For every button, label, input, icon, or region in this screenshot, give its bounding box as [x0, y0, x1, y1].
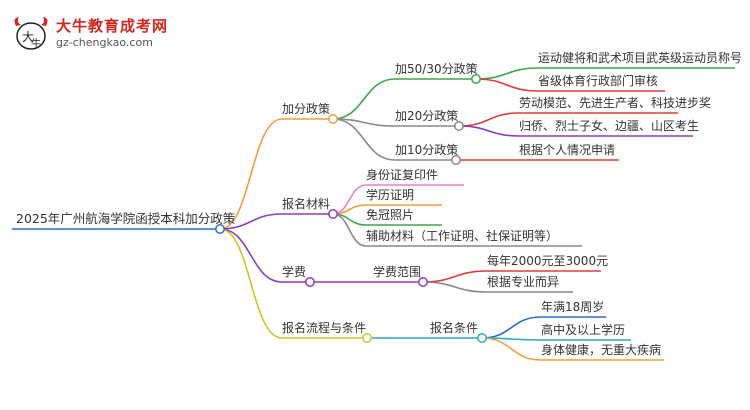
leaf-topic[interactable]: 辅助材料（工作证明、社保证明等）	[366, 229, 559, 243]
subtopic[interactable]: 加50/30分政策	[395, 62, 478, 76]
root-topic[interactable]: 2025年广州航海学院函授本科加分政策	[16, 211, 236, 226]
brand-url: gz-chengkao.com	[56, 36, 153, 49]
leaf-topic[interactable]: 年满18周岁	[541, 300, 605, 314]
site-logo[interactable]: 大 牛 大牛教育成考网 gz-chengkao.com	[10, 14, 230, 54]
subtopic[interactable]: 报名条件	[430, 321, 479, 335]
leaf-topic[interactable]: 根据专业而异	[487, 275, 560, 289]
branch-topic[interactable]: 学费	[282, 265, 307, 279]
bull-logo-icon: 大 牛	[14, 17, 48, 50]
collapse-knot[interactable]	[305, 277, 315, 287]
leaf-topic[interactable]: 学历证明	[366, 188, 415, 202]
connector-0	[219, 118, 283, 230]
connector-2-0-1	[422, 281, 488, 293]
collapse-knot[interactable]	[328, 209, 338, 219]
collapse-knot[interactable]	[362, 333, 372, 343]
leaf-topic[interactable]: 身体健康，无重大疾病	[541, 343, 662, 357]
collapse-knot[interactable]	[477, 333, 487, 343]
collapse-knot[interactable]	[451, 155, 461, 165]
leaf-topic[interactable]: 每年2000元至3000元	[487, 254, 609, 268]
subtopic[interactable]: 加10分政策	[395, 143, 459, 157]
subtopic[interactable]: 加20分政策	[395, 109, 459, 123]
leaf-topic[interactable]: 根据个人情况申请	[519, 143, 616, 157]
leaf-topic[interactable]: 运动健将和武术项目武英级运动员称号	[538, 51, 743, 65]
leaf-topic[interactable]: 高中及以上学历	[541, 323, 626, 337]
brand-title: 大牛教育成考网	[56, 17, 169, 35]
collapse-knot[interactable]	[471, 74, 481, 84]
connector-0-0	[332, 78, 396, 120]
connector-0-0-0	[475, 67, 539, 80]
connector-0-2	[332, 118, 396, 161]
connector-0-1-1	[458, 125, 520, 137]
svg-text:牛: 牛	[31, 37, 41, 50]
collapse-knot[interactable]	[328, 114, 338, 124]
leaf-topic[interactable]: 免冠照片	[366, 208, 415, 222]
connector-2-0-0	[422, 270, 488, 283]
connector-2	[219, 228, 283, 283]
leaf-topic[interactable]: 省级体育行政部门审核	[538, 74, 659, 88]
leaf-topic[interactable]: 归侨、烈士子女、边疆、山区考生	[519, 119, 700, 133]
connector-0-0-1	[475, 78, 539, 92]
connector-1	[219, 213, 283, 230]
collapse-knot[interactable]	[454, 121, 464, 131]
connector-3-0-0	[481, 316, 542, 339]
connector-3	[219, 228, 283, 339]
branch-topic[interactable]: 加分政策	[282, 102, 331, 116]
connector-3-0-2	[481, 337, 542, 361]
collapse-knot[interactable]	[418, 277, 428, 287]
svg-text:大: 大	[22, 30, 34, 44]
leaf-topic[interactable]: 劳动模范、先进生产者、科技进步奖	[519, 96, 712, 110]
connector-0-1-0	[458, 112, 520, 127]
leaf-topic[interactable]: 身份证复印件	[366, 168, 439, 182]
branch-topic[interactable]: 报名流程与条件	[282, 321, 367, 335]
root-knot[interactable]	[215, 224, 225, 234]
subtopic[interactable]: 学费范围	[373, 265, 422, 279]
branch-topic[interactable]: 报名材料	[282, 197, 331, 211]
